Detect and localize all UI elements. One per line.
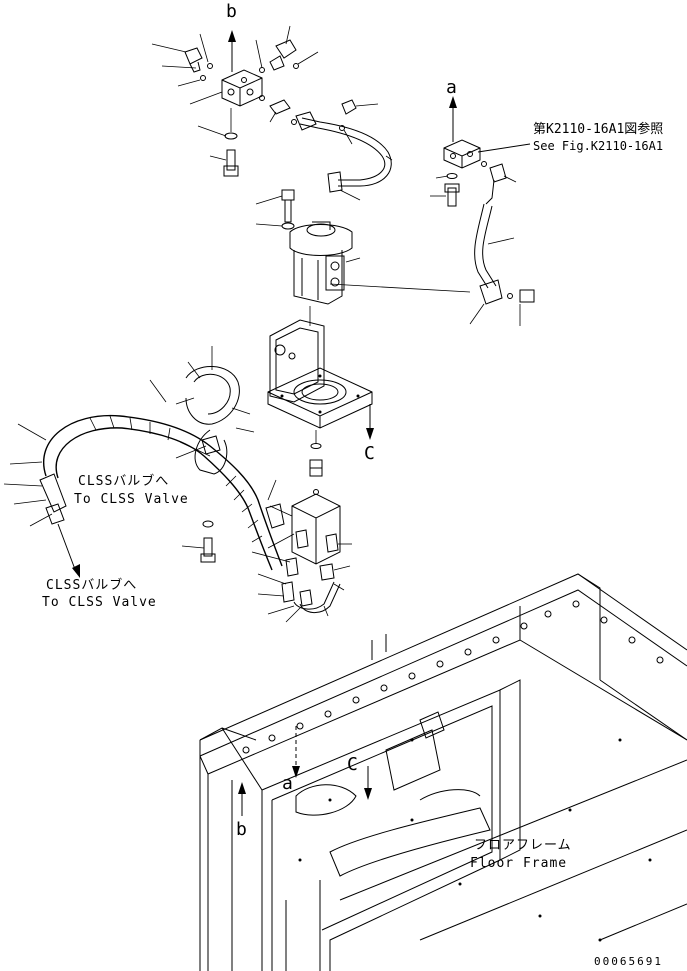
arrow-c-down xyxy=(366,404,374,440)
top-fittings xyxy=(151,25,319,177)
label-arrow-b-frame: b xyxy=(236,819,248,840)
drawing-number: 00065691 xyxy=(594,955,663,968)
top-manifold-block xyxy=(221,69,263,107)
arrow-b-up xyxy=(228,30,236,72)
distribution-block xyxy=(251,493,352,623)
pilot-valve xyxy=(255,189,471,305)
label-floor-ja: フロアフレーム xyxy=(474,838,572,853)
lower-fittings xyxy=(309,430,323,495)
label-ref-en: See Fig.K2110-16A1 xyxy=(533,139,664,153)
label-clss-en-1: To CLSS Valve xyxy=(74,492,189,507)
label-arrow-b-top: b xyxy=(226,1,238,22)
label-arrow-c-frame: C xyxy=(347,754,359,775)
label-clss-ja-2: CLSSバルブへ xyxy=(46,578,138,593)
label-floor-en: Floor Frame xyxy=(470,856,568,871)
right-hose xyxy=(469,203,535,326)
wrapped-hose-assembly xyxy=(3,346,285,578)
upper-hose xyxy=(295,99,393,201)
label-clss-en-2: To CLSS Valve xyxy=(42,595,157,610)
label-ref-ja: 第K2110-16A1図参照 xyxy=(533,122,664,137)
bracket-plate xyxy=(269,306,325,403)
floor-plate xyxy=(267,367,373,429)
label-arrow-a-right: a xyxy=(446,77,458,98)
floor-frame xyxy=(199,573,687,971)
label-arrow-a-frame: a xyxy=(282,773,294,794)
right-manifold xyxy=(430,96,531,207)
label-arrow-c-mid: C xyxy=(364,443,376,464)
label-clss-ja-1: CLSSバルブへ xyxy=(78,474,170,489)
